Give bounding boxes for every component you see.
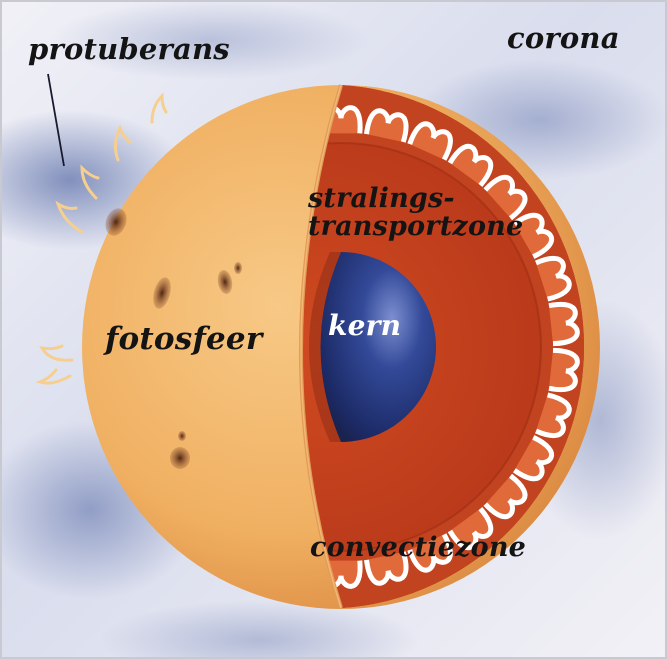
- label-stralings-line2: transportzone: [308, 213, 523, 241]
- label-protuberans: protuberans: [28, 34, 230, 64]
- label-stralings-line1: stralings-: [308, 185, 523, 213]
- convection-cell: [549, 350, 577, 389]
- label-fotosfeer: fotosfeer: [105, 323, 262, 356]
- convection-cell: [549, 304, 577, 343]
- label-convectiezone: convectiezone: [310, 534, 526, 562]
- label-corona: corona: [507, 23, 620, 53]
- label-stralingstransportzone: stralings- transportzone: [308, 185, 523, 242]
- label-kern: kern: [328, 311, 401, 340]
